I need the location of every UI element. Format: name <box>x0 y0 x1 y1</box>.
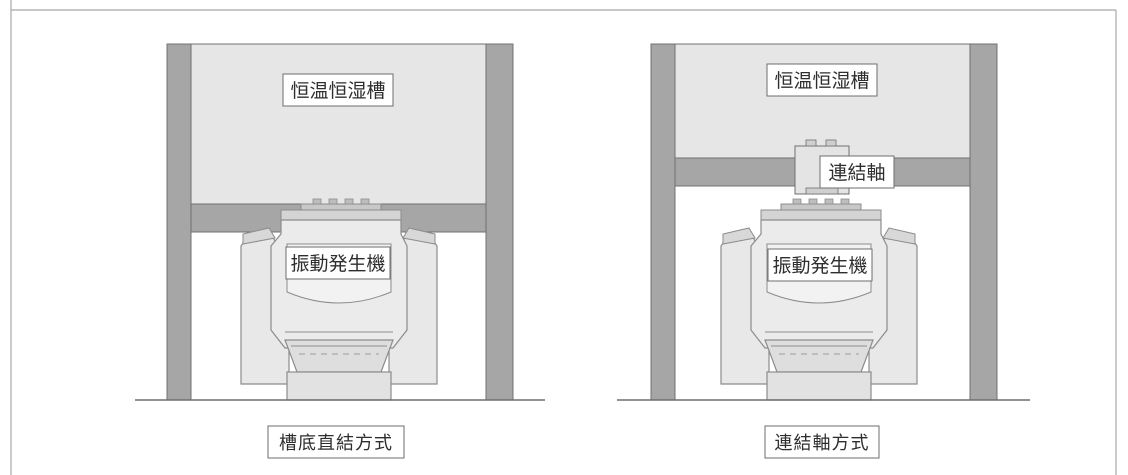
chamber-box <box>674 43 971 159</box>
chamber-box <box>190 43 487 205</box>
chamber-label: 恒温恒湿槽 <box>290 80 385 102</box>
figure-frame <box>10 0 1117 475</box>
connector-label-box: 連結軸 <box>819 155 895 189</box>
shaker-label: 振動発生機 <box>290 253 385 275</box>
shaker-unit <box>720 198 918 401</box>
shaker-label-box: 振動発生機 <box>285 246 391 280</box>
shaker-label-box: 振動発生機 <box>767 248 873 282</box>
frame-column-left <box>650 43 676 401</box>
frame-column-right <box>485 43 514 401</box>
shaker-label: 振動発生機 <box>772 255 867 277</box>
diagram-connecting-shaft: 恒温恒湿槽 連結軸 振動発生機 連結軸方式 <box>617 43 1030 459</box>
caption-label: 槽底直結方式 <box>279 433 393 454</box>
connector-label: 連結軸 <box>828 162 885 184</box>
chamber-label: 恒温恒湿槽 <box>774 70 869 92</box>
caption-box: 連結軸方式 <box>764 425 880 459</box>
chamber-label-box: 恒温恒湿槽 <box>282 73 394 107</box>
caption-box: 槽底直結方式 <box>267 425 405 459</box>
caption-label: 連結軸方式 <box>775 433 870 454</box>
frame-column-right <box>969 43 998 401</box>
frame-column-left <box>166 43 192 401</box>
diagram-direct-mount: 恒温恒湿槽 振動発生機 槽底直結方式 <box>135 43 545 459</box>
chamber-label-box: 恒温恒湿槽 <box>766 63 878 97</box>
